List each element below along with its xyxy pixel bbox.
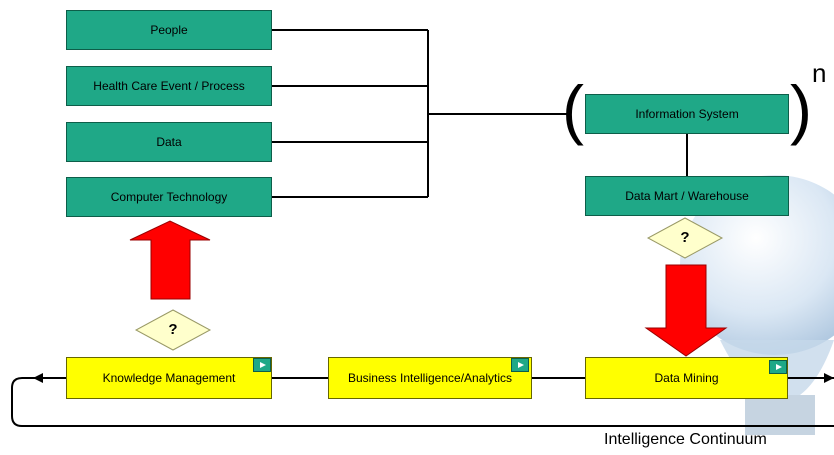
box-data-mining: Data Mining	[585, 357, 788, 399]
box-business-intelligence: Business Intelligence/Analytics	[328, 357, 532, 399]
box-data: Data	[66, 122, 272, 162]
box-computer-technology-label: Computer Technology	[110, 190, 228, 204]
box-health-care-label: Health Care Event / Process	[93, 79, 245, 93]
question-mark-right: ?	[680, 229, 690, 246]
box-health-care-event: Health Care Event / Process	[66, 66, 272, 106]
box-data-mart-label: Data Mart / Warehouse	[625, 189, 749, 203]
box-data-mart-warehouse: Data Mart / Warehouse	[585, 176, 789, 216]
superscript-n: n	[812, 58, 827, 88]
box-data-mining-label: Data Mining	[654, 371, 719, 385]
intelligence-continuum-caption: Intelligence Continuum	[604, 431, 767, 448]
red-arrow-down	[644, 264, 728, 357]
play-icon	[769, 360, 787, 374]
box-knowledge-management-label: Knowledge Management	[102, 371, 236, 385]
arrow-head-left	[33, 373, 43, 383]
close-parenthesis: )	[790, 72, 812, 146]
box-information-system-label: Information System	[635, 107, 739, 121]
box-data-label: Data	[156, 135, 182, 149]
box-people: People	[66, 10, 272, 50]
question-diamond-right	[646, 217, 724, 259]
play-icon	[253, 358, 271, 372]
open-parenthesis: (	[562, 72, 584, 146]
question-mark-left: ?	[168, 321, 178, 338]
red-arrow-up	[129, 220, 211, 300]
box-business-intelligence-label: Business Intelligence/Analytics	[347, 371, 513, 385]
box-information-system: Information System	[585, 94, 789, 134]
box-knowledge-management: Knowledge Management	[66, 357, 272, 399]
question-diamond-left	[134, 309, 212, 351]
box-computer-technology: Computer Technology	[66, 177, 272, 217]
play-icon	[511, 358, 529, 372]
arrow-head-right	[824, 373, 834, 383]
box-people-label: People	[150, 23, 188, 37]
